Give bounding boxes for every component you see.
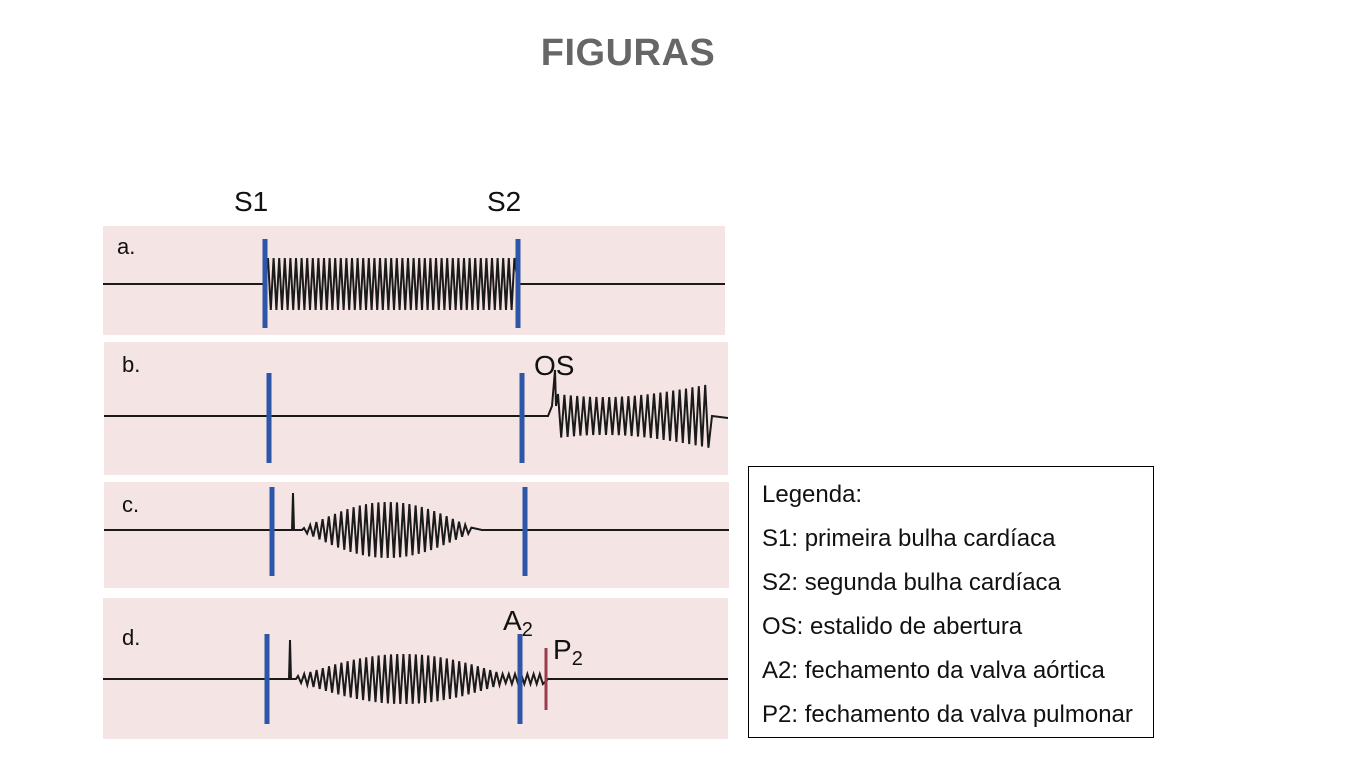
legend-item-p2: P2: fechamento da valva pulmonar <box>762 701 1133 728</box>
panel-d: d. A2 P2 <box>103 598 728 739</box>
a2-marker-subscript: 2 <box>522 619 533 641</box>
legend-heading: Legenda: <box>762 481 863 508</box>
page-title: FIGURAS <box>540 32 716 74</box>
panel-b: b. OS <box>104 342 729 475</box>
p2-marker-label: P2 <box>553 634 583 670</box>
legend-box: Legenda: S1: primeira bulha cardíaca S2:… <box>748 466 1154 738</box>
panel-c: c. <box>104 482 729 588</box>
panel-d-label: d. <box>122 625 140 650</box>
s2-top-label: S2 <box>487 186 521 217</box>
panel-b-trace <box>104 369 729 448</box>
panel-c-trace <box>104 492 729 559</box>
legend-item-os: OS: estalido de abertura <box>762 613 1023 640</box>
panel-b-background <box>104 342 728 475</box>
p2-marker-subscript: 2 <box>572 648 583 670</box>
panel-b-label: b. <box>122 352 140 377</box>
p2-marker-letter: P <box>553 634 572 665</box>
panel-d-trace <box>103 639 728 705</box>
panel-a-label: a. <box>117 234 135 259</box>
a2-marker-letter: A <box>503 605 522 636</box>
panel-a: a. <box>103 226 725 335</box>
legend-item-s1: S1: primeira bulha cardíaca <box>762 525 1056 552</box>
panel-a-trace <box>103 257 725 311</box>
a2-marker-label: A2 <box>503 605 533 641</box>
legend-item-s2: S2: segunda bulha cardíaca <box>762 569 1061 596</box>
panel-c-label: c. <box>122 492 139 517</box>
s1-top-label: S1 <box>234 186 268 217</box>
legend-item-a2: A2: fechamento da valva aórtica <box>762 657 1105 684</box>
